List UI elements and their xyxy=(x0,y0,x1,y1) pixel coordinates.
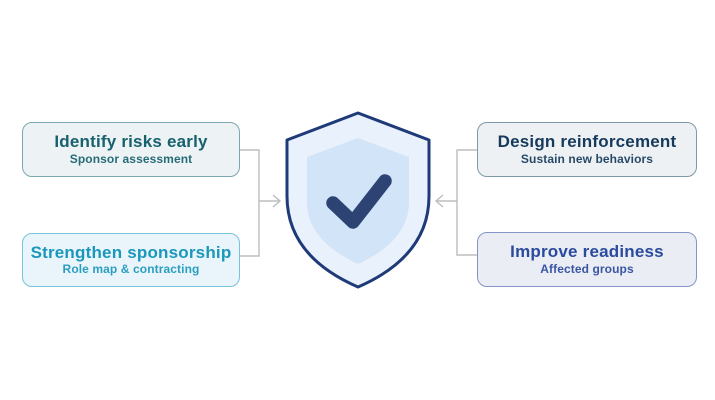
checkmark-icon xyxy=(326,174,392,229)
box-strengthen-sponsorship: Strengthen sponsorship Role map & contra… xyxy=(22,233,240,287)
box-subtitle: Role map & contracting xyxy=(62,262,200,277)
box-subtitle: Sustain new behaviors xyxy=(520,151,654,166)
shield-inner xyxy=(307,138,409,264)
box-identify-risks: Identify risks early Sponsor assessment xyxy=(22,122,240,177)
box-improve-readiness: Improve readiness Affected groups xyxy=(477,232,697,287)
box-subtitle: Affected groups xyxy=(540,261,634,276)
right-arrow-icon xyxy=(259,194,282,208)
right-connector xyxy=(434,149,478,256)
box-subtitle: Sponsor assessment xyxy=(69,151,193,166)
left-connector xyxy=(239,149,282,257)
shield-check-icon xyxy=(283,110,433,290)
left-arrow-icon xyxy=(434,194,457,208)
box-title: Strengthen sponsorship xyxy=(30,242,232,262)
box-design-reinforcement: Design reinforcement Sustain new behavio… xyxy=(477,122,697,177)
box-title: Identify risks early xyxy=(54,132,208,152)
box-title: Improve readiness xyxy=(510,242,664,262)
box-title: Design reinforcement xyxy=(497,132,677,152)
